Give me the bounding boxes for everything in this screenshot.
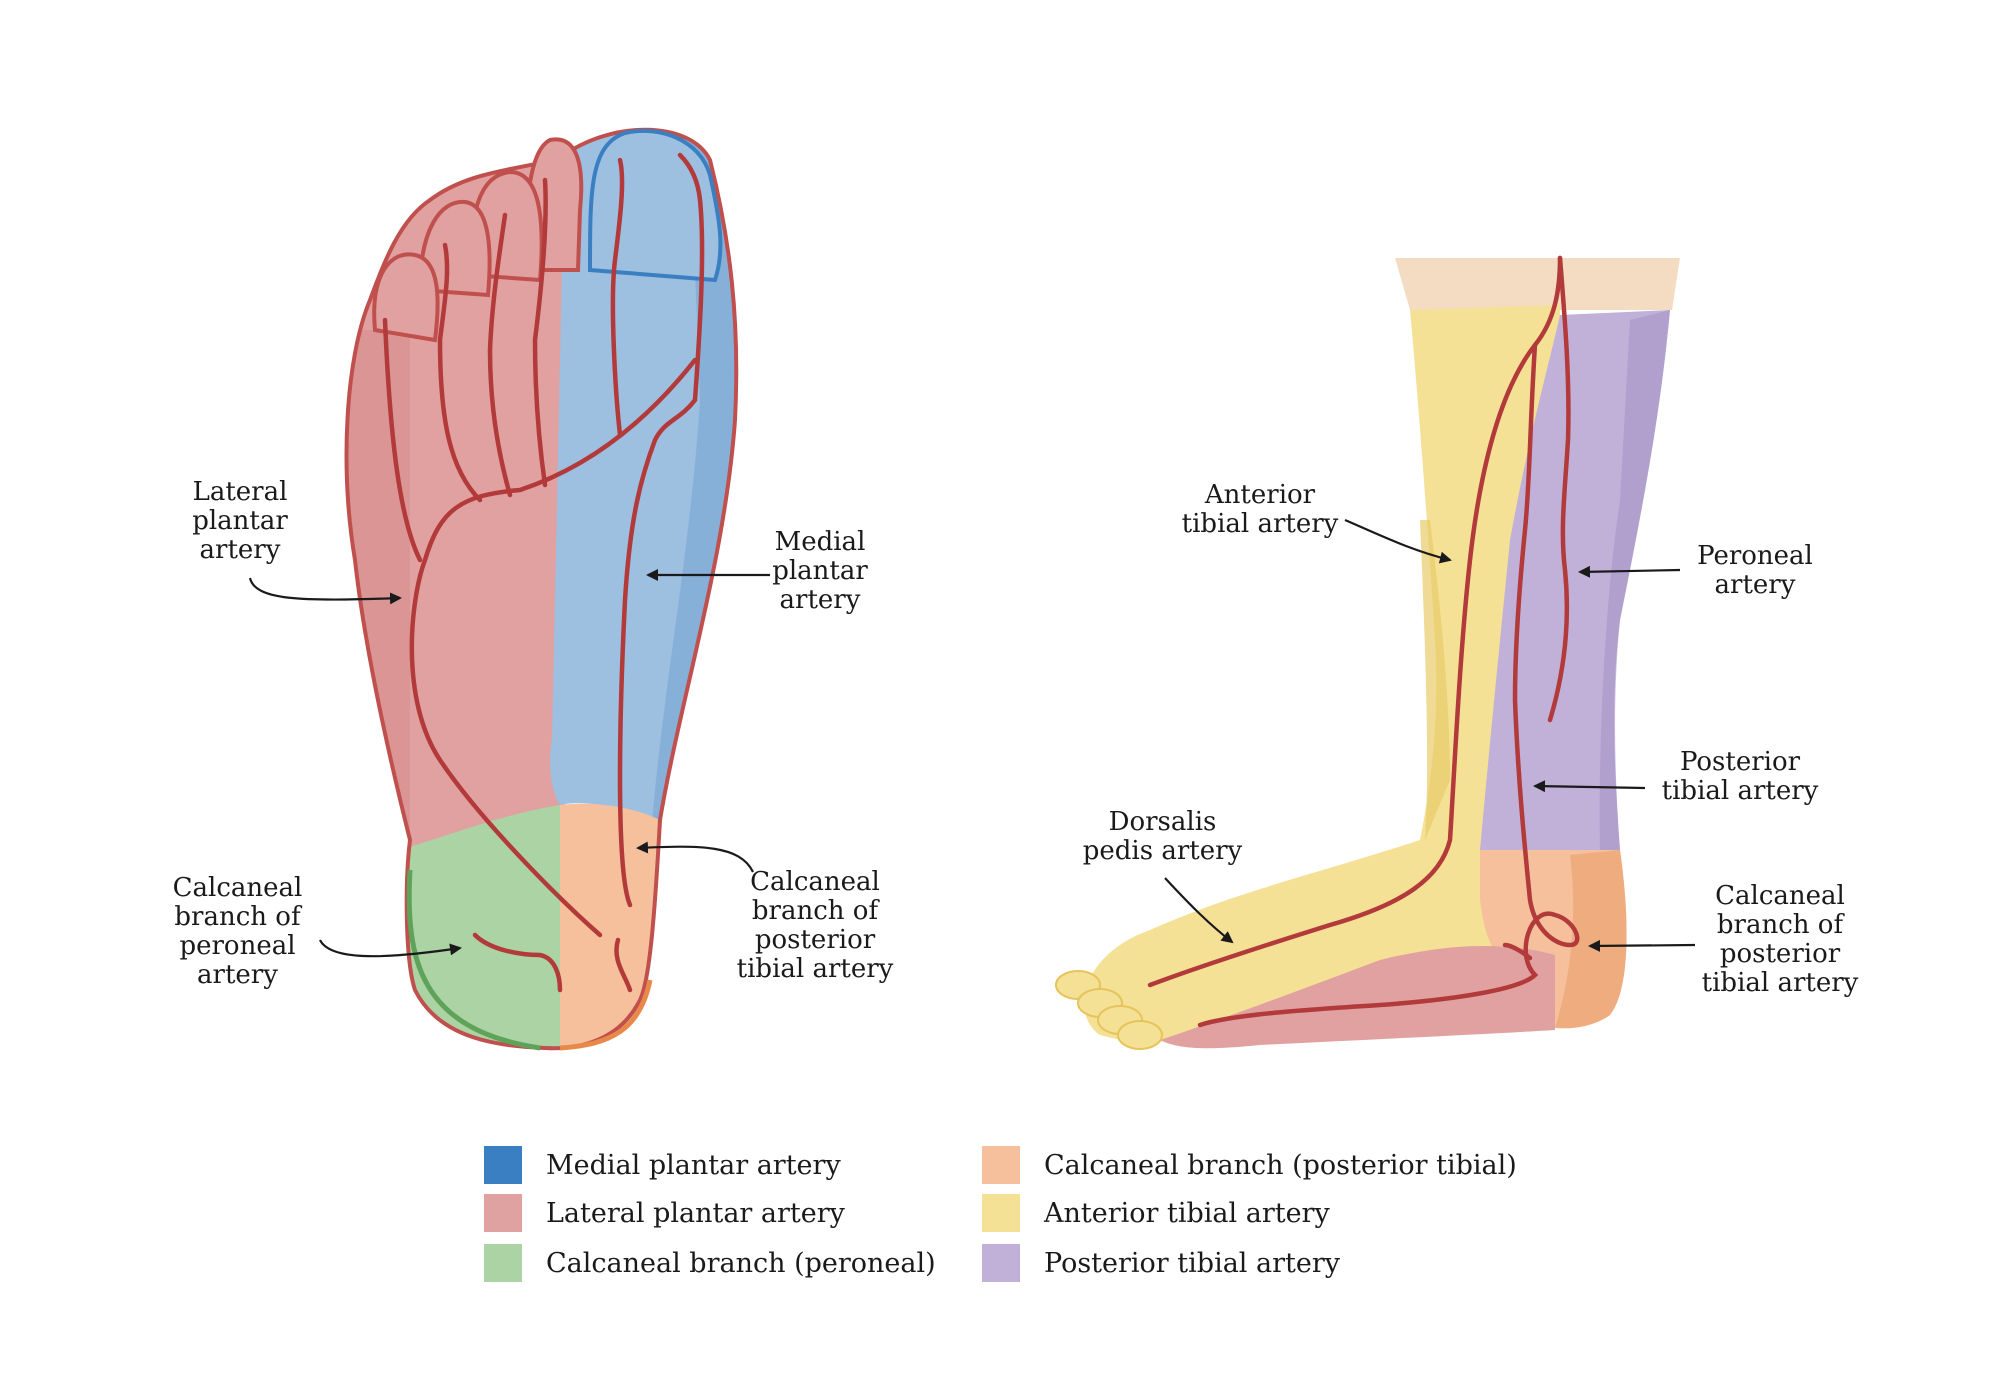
- legend-label: Calcaneal branch (posterior tibial): [1044, 1149, 1517, 1181]
- legend-swatch-posterior-tibial: [982, 1244, 1020, 1282]
- arrow-dorsalis-pedis: [1164, 877, 1234, 944]
- label-posterior-tibial-artery: Posterior tibial artery: [1661, 747, 1819, 806]
- toe-side-4: [1117, 1020, 1163, 1050]
- legend-item-medial-plantar: Medial plantar artery: [484, 1145, 841, 1185]
- legend-swatch-medial-plantar: [484, 1146, 522, 1184]
- lateral-leg-view: [1055, 255, 1680, 1050]
- plantar-arteries: [382, 152, 705, 993]
- posterior-tibial-plantar-vessel: [1197, 342, 1580, 1028]
- medial-plantar-artery-vessel: [617, 152, 705, 908]
- legend-item-calcaneal-peroneal: Calcaneal branch (peroneal): [484, 1243, 936, 1283]
- arrow-posterior-tibial: [1533, 780, 1646, 793]
- legend-item-calcaneal-posterior: Calcaneal branch (posterior tibial): [982, 1145, 1517, 1185]
- region-posterior-tibial: [1480, 310, 1670, 850]
- calcaneal-posterior-vessel: [614, 937, 633, 993]
- legend-swatch-anterior-tibial: [982, 1194, 1020, 1232]
- legend-label: Anterior tibial artery: [1044, 1197, 1330, 1229]
- side-toes: [1055, 970, 1163, 1050]
- arrow-calcaneal-posterior-left: [636, 841, 754, 873]
- leg-skin-top: [1395, 258, 1680, 310]
- toe-5: [372, 252, 440, 343]
- calcaneal-peroneal-vessel: [472, 932, 563, 993]
- digital-artery-5: [382, 317, 423, 563]
- legend-label: Medial plantar artery: [546, 1149, 841, 1181]
- arrow-lateral-plantar: [248, 577, 402, 605]
- heel-outline-medial: [559, 979, 653, 1051]
- legend-item-anterior-tibial: Anterior tibial artery: [982, 1193, 1330, 1233]
- label-anterior-tibial-artery: Anterior tibial artery: [1181, 480, 1339, 539]
- arrow-calcaneal-peroneal: [319, 939, 462, 958]
- legend-swatch-calcaneal-posterior: [982, 1146, 1020, 1184]
- label-lateral-plantar-artery: Lateral plantar artery: [192, 477, 288, 565]
- lateral-plantar-artery-vessel: [409, 357, 698, 938]
- plantar-foot-view: [344, 127, 739, 1051]
- label-dorsalis-pedis-artery: Dorsalis pedis artery: [1082, 807, 1243, 866]
- leader-lines: [248, 518, 1696, 958]
- sole-outline: [344, 127, 739, 1051]
- legend-swatch-lateral-plantar: [484, 1194, 522, 1232]
- heel-outline-lateral: [406, 869, 541, 1051]
- legend-label: Calcaneal branch (peroneal): [546, 1247, 936, 1279]
- digital-artery-4: [437, 242, 483, 503]
- region-calcaneal-peroneal: [400, 805, 560, 1049]
- label-medial-plantar-artery: Medial plantar artery: [772, 527, 868, 615]
- label-peroneal-artery: Peroneal artery: [1697, 541, 1813, 600]
- label-calcaneal-branch-posterior-right: Calcaneal branch of posterior tibial art…: [1701, 881, 1859, 998]
- label-calcaneal-branch-posterior-left: Calcaneal branch of posterior tibial art…: [736, 867, 894, 984]
- digital-artery-3: [487, 212, 513, 498]
- legend-label: Lateral plantar artery: [546, 1197, 845, 1229]
- digital-artery-2: [532, 177, 548, 488]
- region-lateral-plantar: [1160, 945, 1555, 1049]
- region-calcaneal-posterior: [560, 803, 660, 1049]
- legend-item-lateral-plantar: Lateral plantar artery: [484, 1193, 845, 1233]
- label-calcaneal-branch-peroneal: Calcaneal branch of peroneal artery: [172, 873, 303, 990]
- toe-4: [417, 199, 492, 298]
- region-anterior-tibial-shade: [1420, 520, 1450, 840]
- arrow-anterior-tibial: [1344, 518, 1452, 564]
- peroneal-artery-vessel: [1547, 255, 1571, 723]
- calcaneal-posterior-side-vessel: [1502, 942, 1533, 961]
- leg-arteries: [1147, 255, 1580, 1028]
- legend-swatch-calcaneal-peroneal: [484, 1244, 522, 1282]
- arrow-calcaneal-posterior-right: [1588, 939, 1696, 952]
- region-calcaneal-posterior-shade: [1555, 850, 1627, 1029]
- legend-item-posterior-tibial: Posterior tibial artery: [982, 1243, 1340, 1283]
- digital-artery-1: [610, 157, 625, 438]
- region-lateral-plantar-shade: [346, 330, 410, 850]
- legend-label: Posterior tibial artery: [1044, 1247, 1341, 1279]
- region-posterior-tibial-shade: [1599, 310, 1670, 850]
- arrow-peroneal: [1578, 565, 1681, 578]
